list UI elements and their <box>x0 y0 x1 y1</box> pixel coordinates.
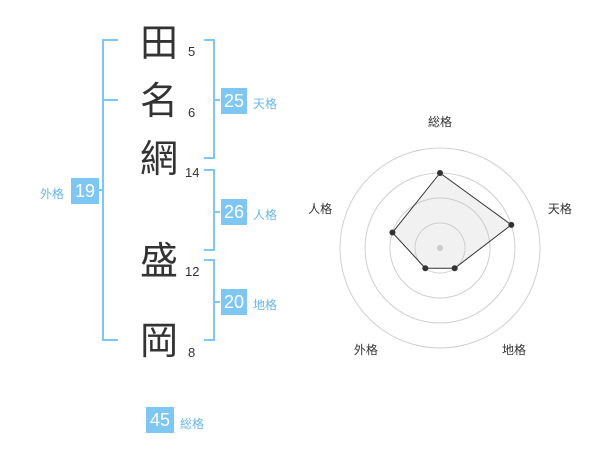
tenkaku-value: 25 <box>221 88 247 114</box>
chikaku-value: 20 <box>221 289 247 315</box>
radar-axis-label-5: 人格 <box>308 201 332 216</box>
radar-data-polygon <box>391 172 513 269</box>
radar-axis-label-3: 地格 <box>502 342 526 357</box>
jinkaku-value: 26 <box>221 199 247 225</box>
soukaku-label: 総格 <box>180 417 205 431</box>
radar-point-1 <box>437 170 443 176</box>
radar-point-2 <box>508 221 515 228</box>
radar-axis-label-4: 外格 <box>354 342 378 357</box>
stroke-count-5: 8 <box>188 345 196 360</box>
radar-point-5 <box>389 229 396 236</box>
stroke-count-4: 12 <box>185 264 200 279</box>
chikaku-bracket <box>204 259 215 341</box>
radar-ring-4 <box>339 147 541 349</box>
radar-ring-1 <box>414 222 466 274</box>
radar-axis-label-2: 天格 <box>548 201 572 216</box>
radar-point-3 <box>451 265 458 272</box>
kanji-4: 盛 <box>140 239 179 283</box>
tenkaku-label: 天格 <box>253 97 278 111</box>
gaikaku-value: 19 <box>71 178 99 204</box>
radar-ring-2 <box>389 197 491 299</box>
jinkaku-bracket <box>204 169 215 251</box>
radar-center-dot <box>437 245 443 251</box>
kanji-2: 名 <box>140 79 179 123</box>
kanji-3: 網 <box>140 137 179 181</box>
kanji-5: 岡 <box>140 319 179 363</box>
radar-point-4 <box>422 265 429 272</box>
soukaku-value: 45 <box>146 407 174 433</box>
kanji-1: 田 <box>140 21 179 65</box>
gaikaku-label: 外格 <box>40 187 65 201</box>
stroke-count-1: 5 <box>188 44 196 59</box>
radar-axis-label-1: 総格 <box>428 114 452 129</box>
stroke-count-3: 14 <box>185 165 200 180</box>
stroke-count-2: 6 <box>188 105 196 120</box>
jinkaku-label: 人格 <box>253 208 278 222</box>
chikaku-label: 地格 <box>253 298 278 312</box>
